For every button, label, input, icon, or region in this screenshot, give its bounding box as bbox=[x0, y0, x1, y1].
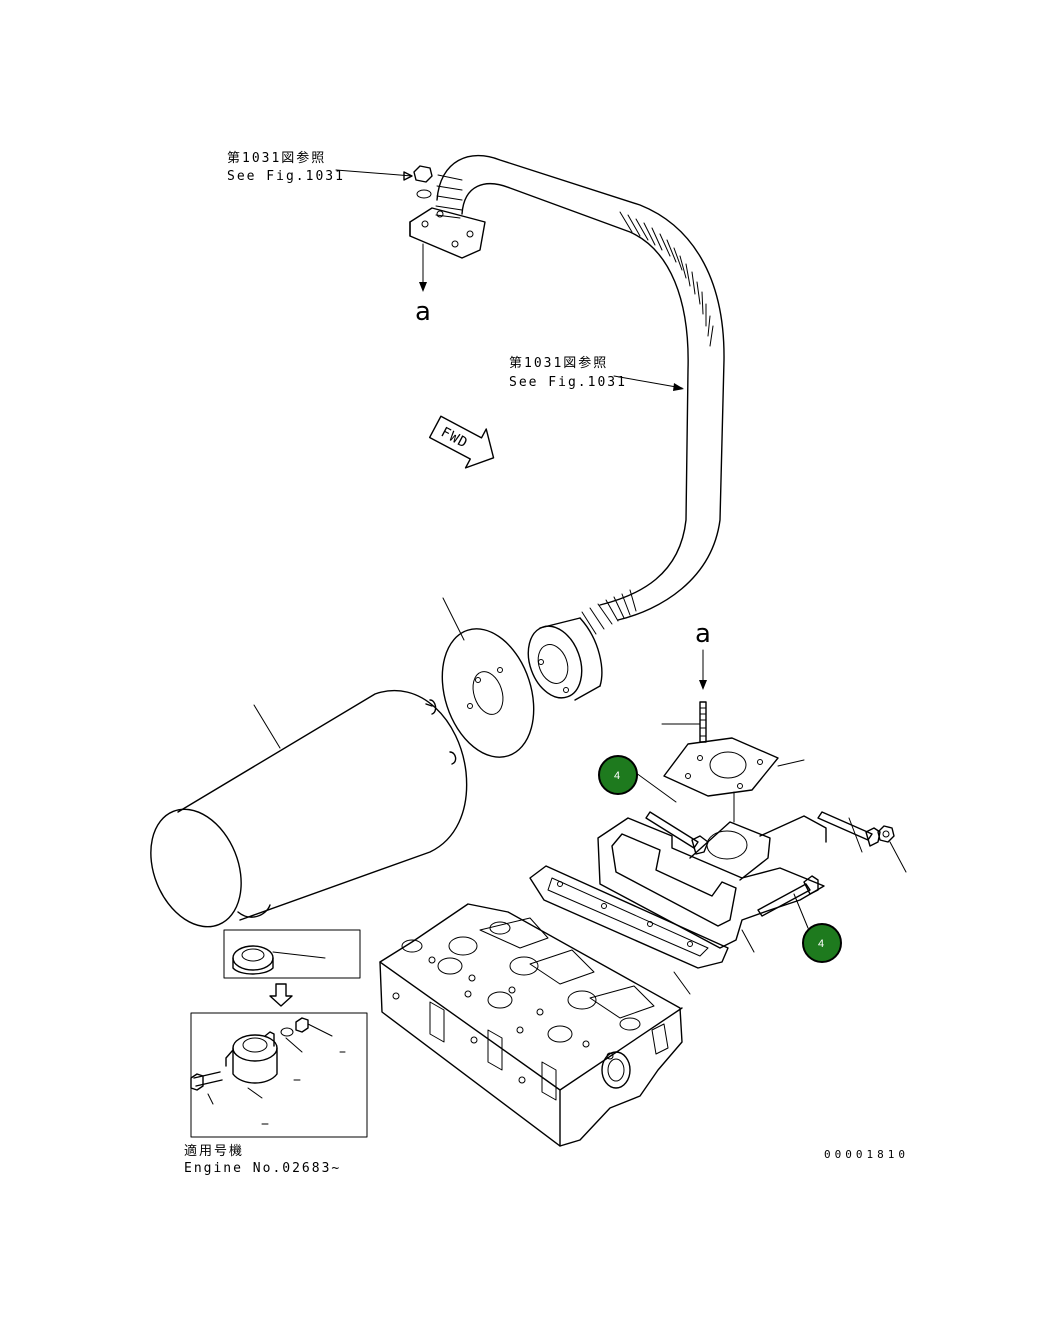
top-reference-en: See Fig.1031 bbox=[227, 169, 345, 184]
down-arrow-icon bbox=[269, 983, 293, 1007]
nut-and-washer[interactable] bbox=[413, 165, 433, 199]
top-reference-jp: 第1031図参照 bbox=[227, 150, 326, 166]
manifold-gasket[interactable] bbox=[529, 865, 729, 995]
long-bolt[interactable] bbox=[817, 811, 881, 853]
cylinder-head[interactable] bbox=[379, 903, 683, 1147]
engine-number: Engine No.02683~ bbox=[184, 1161, 341, 1176]
muffler[interactable] bbox=[134, 689, 468, 941]
stud-bolt[interactable] bbox=[661, 701, 707, 743]
fwd-arrow-icon: FWD bbox=[428, 415, 495, 469]
svg-text:FWD: FWD bbox=[438, 424, 470, 451]
clamp-inset-upper bbox=[223, 929, 361, 979]
mid-reference-leader bbox=[613, 375, 683, 389]
exhaust-manifold[interactable] bbox=[597, 815, 827, 953]
clamp-inset-lower bbox=[190, 1012, 368, 1138]
mid-reference-jp: 第1031図参照 bbox=[509, 355, 608, 371]
applicable-serial-jp: 適用号機 bbox=[184, 1143, 244, 1159]
callout-4-upper[interactable]: 4 bbox=[598, 755, 638, 795]
view-label-a-lower: a bbox=[695, 619, 711, 649]
muffler-gasket[interactable] bbox=[427, 597, 550, 769]
bolt-lower[interactable] bbox=[757, 875, 819, 929]
top-reference-leader bbox=[335, 169, 413, 177]
view-label-a-upper: a bbox=[415, 297, 431, 327]
callout-4-lower[interactable]: 4 bbox=[802, 923, 842, 963]
view-arrow-a-upper bbox=[419, 243, 427, 292]
flange-gasket[interactable] bbox=[663, 737, 805, 823]
drawing-number: 00001810 bbox=[824, 1148, 909, 1161]
flange-nut[interactable] bbox=[877, 825, 907, 873]
bolt-upper[interactable] bbox=[631, 769, 709, 855]
svg-text:4: 4 bbox=[614, 770, 620, 782]
mid-reference-en: See Fig.1031 bbox=[509, 375, 627, 390]
exhaust-pipe[interactable] bbox=[409, 154, 725, 706]
view-arrow-a-lower bbox=[699, 649, 707, 690]
svg-text:4: 4 bbox=[818, 938, 824, 950]
